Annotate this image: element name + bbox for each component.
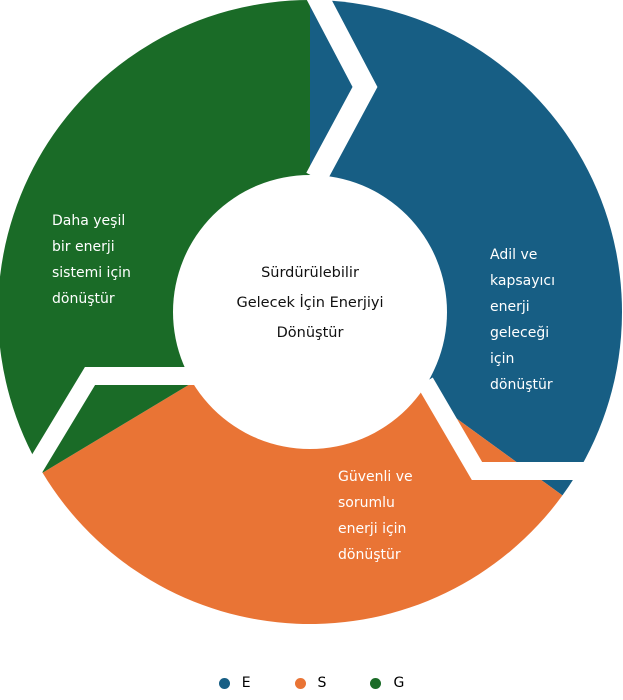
label-line: geleceği xyxy=(490,325,550,341)
segment-s xyxy=(42,312,563,625)
segment-label-e: Adil ve kapsayıcı enerji geleceği için d… xyxy=(490,242,555,398)
legend-dot-icon xyxy=(294,677,306,689)
label-line: sorumlu xyxy=(338,495,395,511)
label-line: kapsayıcı xyxy=(490,273,555,289)
label-line: bir enerji xyxy=(52,239,115,255)
label-line: enerji xyxy=(490,299,530,315)
label-line: için xyxy=(490,351,515,367)
label-line: Daha yeşil xyxy=(52,213,126,229)
segment-gap xyxy=(24,367,205,477)
legend-item-e: E xyxy=(218,675,251,691)
segment-e xyxy=(310,0,622,496)
label-line: Adil ve xyxy=(490,247,538,263)
label-line: dönüştür xyxy=(52,291,115,307)
segment-label-g: Daha yeşil bir enerji sistemi için dönüş… xyxy=(52,208,131,312)
label-line: enerji için xyxy=(338,521,407,537)
legend-item-s: S xyxy=(294,675,327,691)
segment-gap xyxy=(417,377,600,480)
segment-gap xyxy=(306,0,378,184)
center-line: Dönüştür xyxy=(276,325,344,341)
label-line: dönüştür xyxy=(338,547,401,563)
legend-label: S xyxy=(317,675,327,691)
segment-label-s: Güvenli ve sorumlu enerji için dönüştür xyxy=(338,464,413,568)
legend-label: G xyxy=(393,675,405,691)
legend-item-g: G xyxy=(370,675,404,691)
label-line: dönüştür xyxy=(490,377,553,393)
legend-dot-icon xyxy=(218,677,230,689)
label-line: Güvenli ve xyxy=(338,469,413,485)
legend-dot-icon xyxy=(370,677,382,689)
legend: E S G xyxy=(0,675,623,691)
label-line: sistemi için xyxy=(52,265,131,281)
center-line: Sürdürülebilir xyxy=(261,265,359,281)
legend-label: E xyxy=(241,675,251,691)
center-title: Sürdürülebilir Gelecek İçin Enerjiyi Dön… xyxy=(190,258,430,348)
center-hole xyxy=(173,175,447,449)
center-line: Gelecek İçin Enerjiyi xyxy=(236,295,384,311)
